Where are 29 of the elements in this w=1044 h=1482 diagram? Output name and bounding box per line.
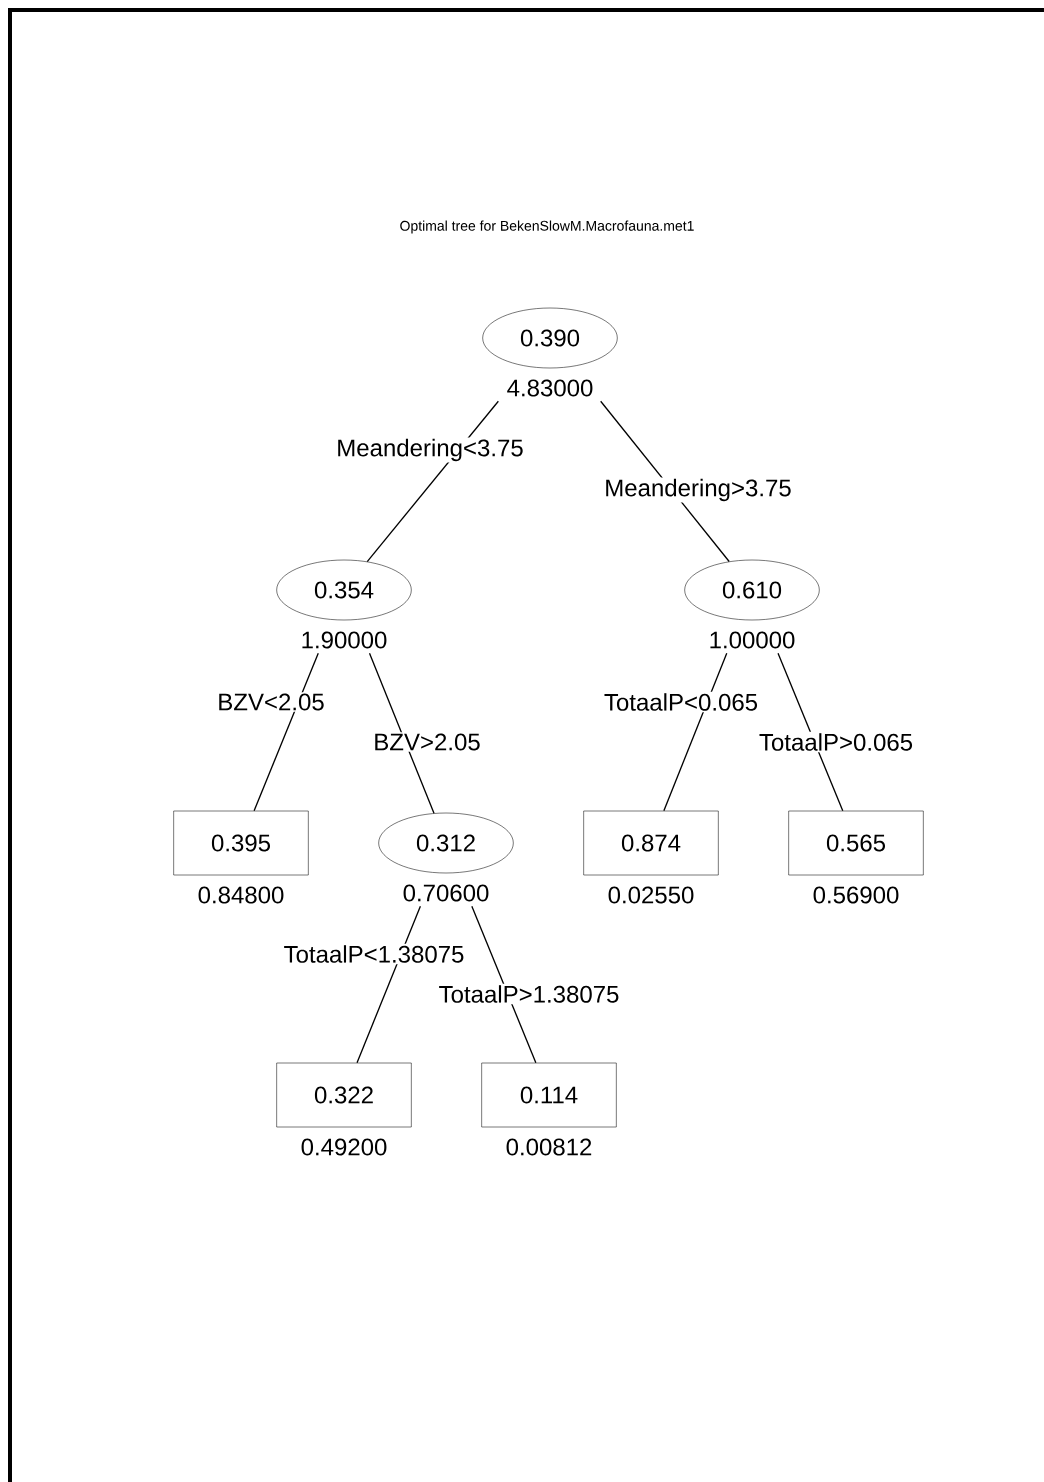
node-value: 0.56900 xyxy=(813,886,899,904)
leaf-box: 0.395 xyxy=(173,810,309,876)
split-condition: TotaalP<0.065 xyxy=(602,691,760,713)
split-condition: BZV<2.05 xyxy=(215,692,327,712)
leaf-box: 0.114 xyxy=(481,1062,617,1128)
branch-line xyxy=(368,652,435,814)
leaf-box: 0.874 xyxy=(583,810,719,876)
branch-line xyxy=(471,905,537,1064)
node-value: 0.00812 xyxy=(506,1138,592,1156)
node-value: 4.83000 xyxy=(507,379,593,397)
split-condition: TotaalP<1.38075 xyxy=(282,943,466,965)
node-value: 0.70600 xyxy=(403,884,489,902)
split-condition: TotaalP>0.065 xyxy=(757,731,915,753)
split-condition: BZV>2.05 xyxy=(371,732,483,752)
branch-line xyxy=(253,652,319,812)
node-value: 0.84800 xyxy=(198,886,284,904)
diagram-title: Optimal tree for BekenSlowM.Macrofauna.met1 xyxy=(400,220,694,234)
branch-line xyxy=(777,652,844,812)
node-value: 0.49200 xyxy=(301,1138,387,1156)
node-value: 1.90000 xyxy=(302,631,387,649)
split-condition: Meandering<3.75 xyxy=(334,437,526,463)
leaf-box: 0.565 xyxy=(788,810,924,876)
node-value: 1.00000 xyxy=(710,631,795,649)
split-condition: Meandering>3.75 xyxy=(602,477,794,503)
split-condition: TotaalP>1.38075 xyxy=(437,983,621,1005)
branch-line xyxy=(356,905,422,1064)
node-value: 0.02550 xyxy=(608,886,694,904)
branch-line xyxy=(663,652,728,812)
leaf-box: 0.322 xyxy=(276,1062,412,1128)
